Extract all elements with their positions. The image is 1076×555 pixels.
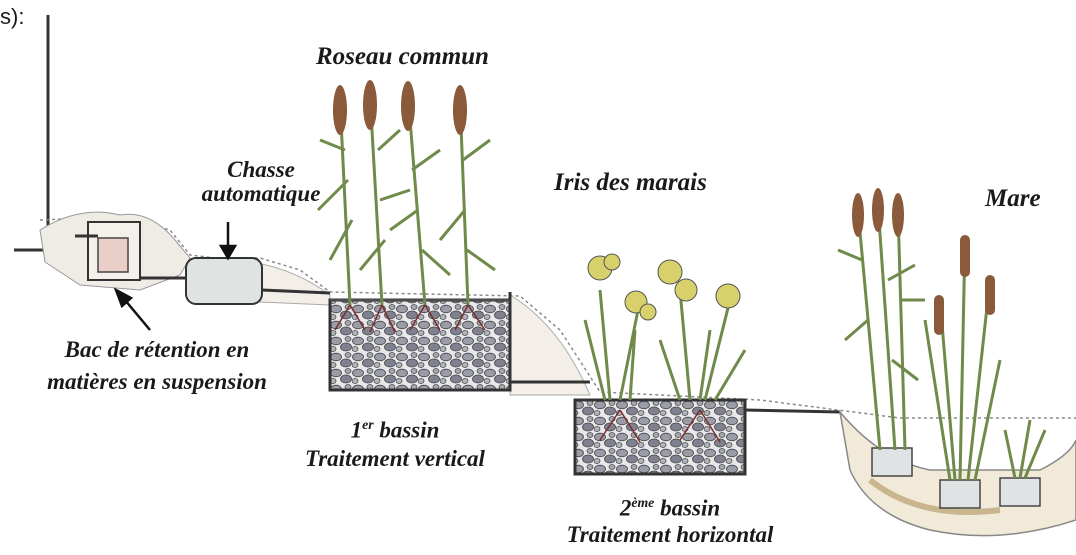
retention-tank-label-line1: Bac de rétention en <box>2 338 312 362</box>
flush-label-line1: Chasse <box>186 158 336 182</box>
arrow-icon <box>221 222 235 258</box>
basin-2-title: 2ème bassin <box>530 496 810 521</box>
basin-1-ordinal: er <box>362 417 374 432</box>
basin-2-treatment: Traitement horizontal <box>530 523 810 547</box>
basin-1-title: 1er bassin <box>300 418 490 443</box>
retention-tank-label: Bac de rétention en matières en suspensi… <box>2 338 312 394</box>
pond-label: Mare <box>985 186 1041 212</box>
basin-1-label: 1er bassin Traitement vertical <box>300 418 490 471</box>
cattail-plant-icon <box>838 188 1045 480</box>
iris-label: Iris des marais <box>554 170 707 196</box>
reed-label: Roseau commun <box>316 44 489 70</box>
pond <box>840 412 1076 536</box>
reed-plant-icon <box>318 80 495 332</box>
arrow-icon <box>116 290 150 330</box>
basin-2-word: bassin <box>654 496 720 521</box>
basin-1-number: 1 <box>351 418 363 443</box>
basin-2-label: 2ème bassin Traitement horizontal <box>530 496 810 547</box>
basin-2-number: 2 <box>620 496 632 521</box>
flush-label: Chasse automatique <box>186 158 336 206</box>
vent-pipe <box>14 15 48 250</box>
basin-1-word: bassin <box>374 418 440 443</box>
retention-tank-label-line2: matières en suspension <box>2 370 312 394</box>
basin-2-ordinal: ème <box>631 495 654 510</box>
flush-label-line2: automatique <box>186 182 336 206</box>
basin-2 <box>575 400 840 474</box>
basin-1-treatment: Traitement vertical <box>300 447 490 471</box>
